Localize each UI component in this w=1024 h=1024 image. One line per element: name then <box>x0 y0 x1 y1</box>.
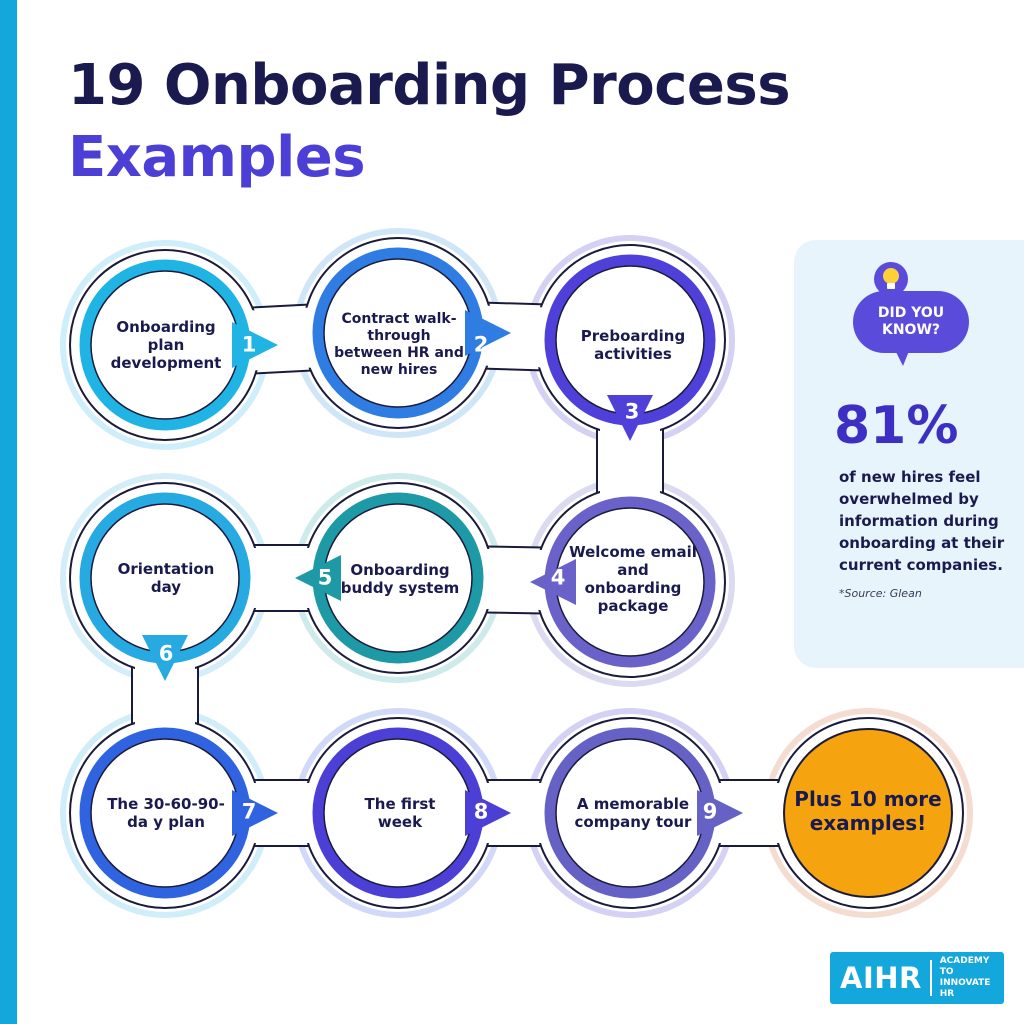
step-6-label: Orientation day <box>117 560 215 596</box>
aihr-logo: AIHR ACADEMY TO INNOVATE HR <box>830 952 1004 1004</box>
step-1-number: 1 <box>241 332 257 357</box>
logo-main-text: AIHR <box>840 961 922 995</box>
step-2-number: 2 <box>473 332 489 357</box>
step-6-number: 6 <box>158 641 174 666</box>
step-1-arrow-icon <box>232 322 278 368</box>
stat-description: of new hires feel overwhelmed by informa… <box>839 468 1005 574</box>
arrows <box>142 310 743 836</box>
stat-value: 81% <box>834 396 959 456</box>
step-4-label: Welcome email and onboarding package <box>569 543 697 615</box>
plus-circle <box>783 728 953 898</box>
step-1-label: Onboarding plan development <box>110 318 222 372</box>
step-7-arrow-icon <box>232 790 278 836</box>
stat-source: *Source: Glean <box>839 587 922 600</box>
step-6-arrow-icon <box>142 635 188 681</box>
logo-subtitle: ACADEMY TO INNOVATE HR <box>940 956 1004 1000</box>
logo-sub-line-2: INNOVATE HR <box>939 978 991 999</box>
step-2-label: Contract walk-through between HR and new… <box>334 311 464 378</box>
badge-line-1: DID YOU <box>877 305 945 321</box>
step-9-label: A memorable company tour <box>574 795 692 831</box>
step-8-arrow-icon <box>465 790 511 836</box>
left-accent-bar <box>0 0 17 1024</box>
logo-sub-line-1: ACADEMY TO <box>939 956 990 977</box>
step-5-number: 5 <box>317 565 333 590</box>
step-7-label: The 30-60-90-da y plan <box>107 795 225 831</box>
step-3-label: Preboarding activities <box>580 327 686 363</box>
step-5-arrow-icon <box>295 555 341 601</box>
step-8-number: 8 <box>473 799 489 824</box>
plus-more-text: Plus 10 more examples! <box>794 787 942 835</box>
page-title-line-1: 19 Onboarding Process <box>68 53 791 118</box>
step-7-number: 7 <box>241 799 257 824</box>
step-4-number: 4 <box>550 565 566 590</box>
badge-line-2: KNOW? <box>881 322 941 338</box>
step-3-arrow-icon <box>607 395 653 441</box>
step-2-arrow-icon <box>465 310 511 356</box>
step-3-number: 3 <box>624 399 640 424</box>
logo-separator <box>929 960 932 996</box>
step-9-number: 9 <box>702 799 718 824</box>
step-9-arrow-icon <box>697 790 743 836</box>
page-title-line-2: Examples <box>68 125 366 190</box>
did-you-know-badge: DID YOU KNOW? <box>853 291 969 353</box>
step-8-label: The first week <box>364 795 436 831</box>
step-5-label: Onboarding buddy system <box>340 561 460 597</box>
lightbulb-icon <box>874 262 908 296</box>
step-4-arrow-icon <box>530 559 576 605</box>
page-title: 19 Onboarding Process Examples <box>68 50 791 194</box>
